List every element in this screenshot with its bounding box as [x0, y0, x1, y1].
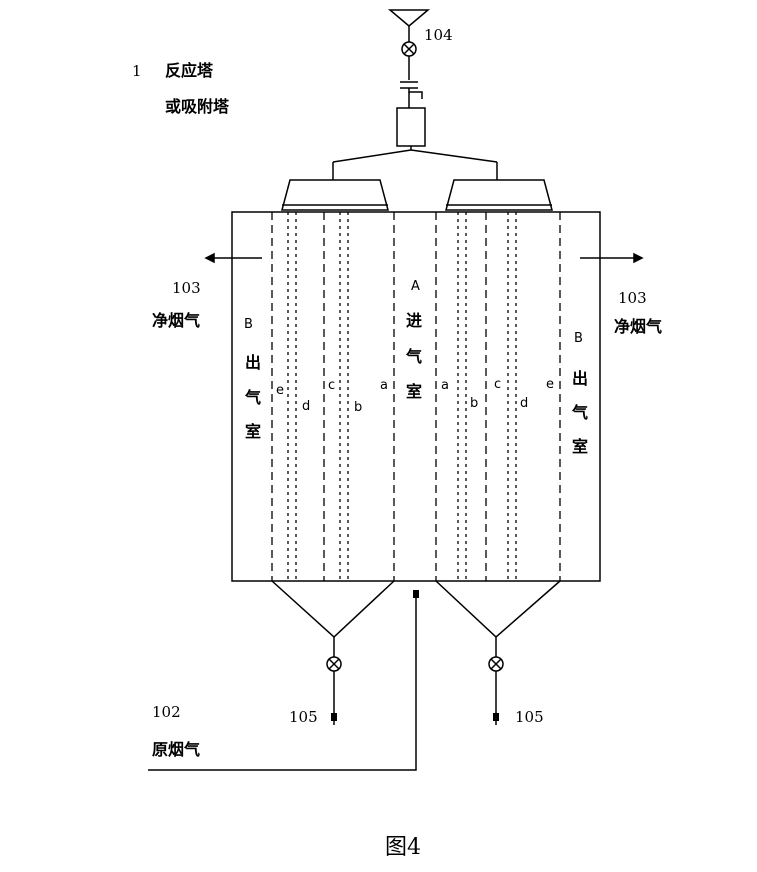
layer-letter-left-e: e: [276, 383, 284, 398]
outlet-left-label: 净烟气: [152, 311, 200, 330]
layer-letter-left-a: a: [380, 378, 388, 393]
figure-caption: 图4: [385, 835, 421, 860]
hopper-right: [435, 580, 561, 639]
title-number: 1: [132, 62, 142, 80]
chamber-b-left-letter: B: [244, 317, 253, 332]
outlet-right-arrow-icon: [633, 252, 644, 264]
layer-letter-left-d: d: [302, 399, 310, 414]
top-inlet: [332, 9, 498, 180]
chamber-a-letter: A: [411, 279, 420, 294]
packing-layers-right: [435, 212, 561, 581]
chamber-b-right-char-3: 室: [572, 437, 588, 456]
inlet-number: 104: [424, 26, 453, 44]
layer-letter-right-d: d: [520, 396, 528, 411]
title-line-2: 或吸附塔: [165, 97, 230, 116]
raw-gas-number: 102: [152, 703, 181, 721]
chamber-a-char-1: 进: [406, 311, 422, 330]
chamber-b-left-char-1: 出: [245, 353, 261, 372]
outlet-right-number: 103: [618, 289, 647, 307]
drain-left-number: 105: [289, 708, 318, 726]
tower-body: [231, 211, 601, 582]
outlet-left-arrow-icon: [204, 252, 215, 264]
outlet-right-label: 净烟气: [614, 317, 662, 336]
layer-letter-right-c: c: [494, 377, 501, 392]
outlet-left-number: 103: [172, 279, 201, 297]
raw-gas-pipe: [148, 590, 417, 771]
inlet-box: [396, 107, 426, 147]
layer-letter-left-b: b: [354, 400, 362, 415]
layer-letter-right-b: b: [470, 396, 478, 411]
chamber-b-right-char-1: 出: [572, 369, 588, 388]
chamber-a-char-2: 气: [405, 347, 422, 366]
hopper-left: [271, 580, 395, 639]
chamber-b-left-char-3: 室: [245, 422, 261, 441]
inlet-funnel: [387, 9, 431, 27]
chamber-b-right-letter: B: [574, 331, 583, 346]
layer-letter-left-c: c: [328, 378, 335, 393]
title-line-1: 反应塔: [165, 61, 214, 80]
drain-right-number: 105: [515, 708, 544, 726]
layer-letter-right-a: a: [441, 378, 449, 393]
chamber-b-right-char-2: 气: [571, 403, 588, 422]
hood-left: [281, 179, 389, 211]
raw-gas-label: 原烟气: [152, 740, 200, 759]
packing-layers-left: [271, 212, 395, 581]
layer-letter-right-e: e: [546, 377, 554, 392]
hood-right: [445, 179, 553, 211]
chamber-a-char-3: 室: [406, 382, 422, 401]
chamber-b-left-char-2: 气: [244, 388, 261, 407]
